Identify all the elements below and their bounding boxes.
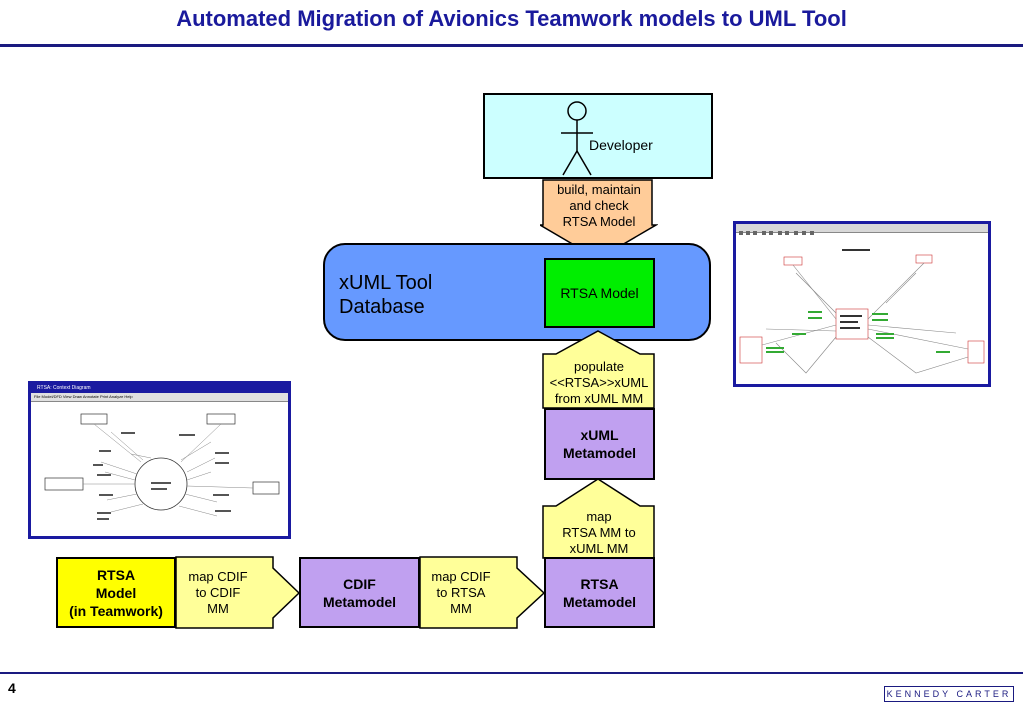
build-arrow [540,179,658,260]
map-cdif-label: map CDIF to CDIF MM [188,569,248,616]
populate-label: populate <<RTSA>>xUML from xUML MM [549,359,649,406]
xuml-metamodel-node: xUML Metamodel [544,408,655,480]
title-divider [0,44,1023,47]
map-xuml-label: map RTSA MM to xUML MM [562,509,636,556]
map-cdif-arrow [175,556,301,629]
context-diagram-thumbnail [44,413,280,520]
actor-icon [561,101,593,176]
developer-box: Developer [483,93,713,179]
rtsa-model-node: RTSA Model [544,258,655,328]
cdif-metamodel-node: CDIF Metamodel [299,557,420,628]
rtsa-model-teamwork-node: RTSA Model (in Teamwork) [56,557,176,628]
page-title: Automated Migration of Avionics Teamwork… [176,6,847,31]
toolbar-icons [739,231,814,235]
window-titlebar: RTSA: Context Diagram [31,384,288,393]
kennedy-carter-logo: KENNEDY CARTER [884,686,1014,702]
database-label: xUML Tool Database [339,272,433,318]
map-rtsa-label: map CDIF to RTSA MM [431,569,491,616]
window-menubar: File Model/DFD View Draw Annotate Print … [31,393,288,402]
toolbar [736,224,988,235]
uml-diagram-thumbnail [739,249,985,374]
footer-divider [0,672,1023,674]
page-number: 4 [8,680,16,696]
map-rtsa-arrow [419,556,546,629]
teamwork-context-diagram-screenshot: RTSA: Context Diagram File Model/DFD Vie… [28,381,291,539]
developer-label: Developer [589,137,653,153]
build-label: build, maintain and check RTSA Model [557,182,641,229]
rtsa-metamodel-node: RTSA Metamodel [544,557,655,628]
uml-tool-diagram-screenshot [733,221,991,387]
